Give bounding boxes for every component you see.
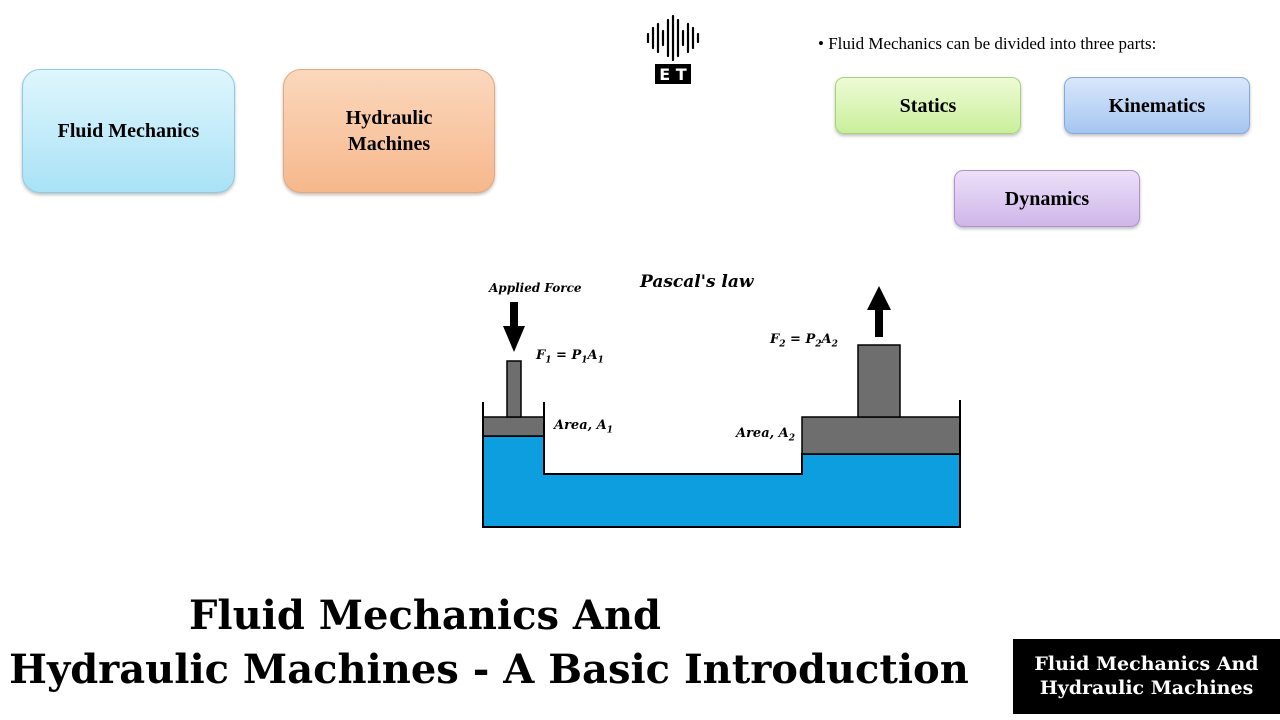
large-piston xyxy=(801,416,961,455)
small-piston xyxy=(482,416,545,437)
small-piston-rod xyxy=(506,360,522,418)
dynamics-box: Dynamics xyxy=(954,170,1140,227)
hydraulic-machines-box: Hydraulic Machines xyxy=(283,69,495,193)
title-badge: Fluid Mechanics And Hydraulic Machines xyxy=(1013,639,1280,714)
et-logo: E T xyxy=(645,14,701,86)
equation-f1: F1 = P1A1 xyxy=(536,348,604,366)
down-arrow-icon xyxy=(503,302,525,352)
applied-force-label: Applied Force xyxy=(489,281,582,295)
main-title-line1: Fluid Mechanics And xyxy=(188,592,661,639)
main-title-line2: Hydraulic Machines - A Basic Introductio… xyxy=(9,646,969,693)
area-a1-label: Area, A1 xyxy=(554,418,614,436)
dynamics-label: Dynamics xyxy=(1004,187,1090,210)
equation-f2: F2 = P2A2 xyxy=(770,332,838,350)
kinematics-box: Kinematics xyxy=(1064,77,1250,134)
bullet-text: Fluid Mechanics can be divided into thre… xyxy=(828,34,1157,53)
pascals-law-diagram: Applied Force Pascal's law F1 = P1A1 F2 … xyxy=(470,262,980,542)
bullet-marker: • xyxy=(818,34,824,53)
parts-bullet: • Fluid Mechanics can be divided into th… xyxy=(818,34,1156,54)
large-piston-rod xyxy=(857,344,901,418)
fluid-mechanics-box: Fluid Mechanics xyxy=(22,69,235,193)
up-arrow-icon xyxy=(867,286,891,337)
area-a2-label: Area, A2 xyxy=(736,426,796,444)
statics-box: Statics xyxy=(835,77,1021,134)
hydraulic-machines-label: Hydraulic Machines xyxy=(345,107,433,155)
kinematics-label: Kinematics xyxy=(1108,94,1206,117)
pascals-law-title: Pascal's law xyxy=(640,272,754,292)
badge-line1: Fluid Mechanics And xyxy=(1034,652,1259,675)
badge-line2: Hydraulic Machines xyxy=(1039,676,1254,699)
hydraulic-press-svg xyxy=(482,286,961,528)
statics-label: Statics xyxy=(899,94,957,117)
soundwave-icon: E T xyxy=(646,14,700,84)
fluid-mechanics-label: Fluid Mechanics xyxy=(57,120,200,142)
logo-text: E T xyxy=(659,65,687,84)
